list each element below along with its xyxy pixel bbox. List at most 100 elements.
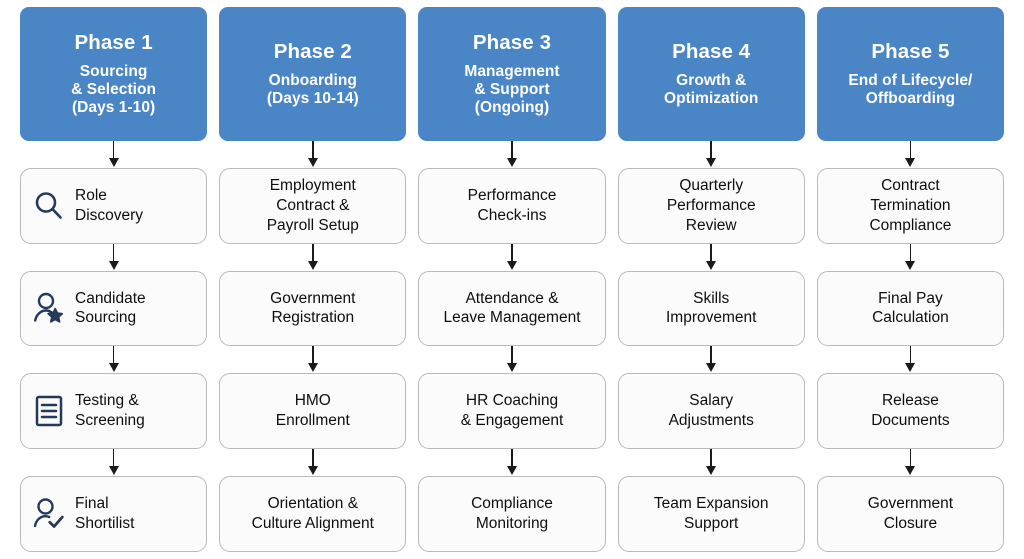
step-label-line: Check-ins bbox=[477, 206, 547, 224]
step-card[interactable]: Testing & Screening bbox=[20, 373, 208, 450]
arrow-stem bbox=[710, 449, 712, 469]
step-label-line: Quarterly bbox=[679, 176, 744, 194]
flow-arrow bbox=[20, 449, 207, 476]
step-label-line: Salary bbox=[689, 392, 734, 410]
arrow-head bbox=[905, 466, 916, 476]
step-card[interactable]: Orientation &Culture Alignment bbox=[219, 476, 407, 552]
step-label-line: Government bbox=[867, 495, 954, 513]
flow-arrow bbox=[219, 449, 406, 476]
arrow-head bbox=[706, 363, 717, 373]
step-label-line: HR Coaching bbox=[465, 392, 559, 410]
step-label-line: Screening bbox=[75, 412, 145, 430]
step-label-line: Shortilist bbox=[75, 515, 135, 533]
phase-header-1[interactable]: Phase 1 Sourcing& Selection(Days 1-10) bbox=[20, 7, 208, 141]
arrow-head bbox=[307, 157, 318, 167]
step-label-line: Leave Management bbox=[443, 309, 581, 327]
step-label-line: Contract & bbox=[276, 196, 350, 214]
phase-title: Phase 2 bbox=[273, 39, 352, 63]
arrow-head bbox=[307, 260, 318, 270]
flow-arrow bbox=[618, 140, 805, 168]
phase-subtitle-line: Growth & bbox=[676, 71, 747, 89]
arrow-head bbox=[507, 157, 517, 167]
phase-header-4[interactable]: Phase 4 Growth &Optimization bbox=[617, 7, 805, 141]
step-label-line: Closure bbox=[883, 515, 938, 533]
step-label-line: Release bbox=[881, 392, 939, 410]
step-label-line: Enrollment bbox=[275, 412, 350, 430]
phase-subtitle-line: (Days 10-14) bbox=[266, 89, 359, 107]
phase-subtitle: Growth &Optimization bbox=[664, 72, 758, 108]
flow-arrow bbox=[20, 346, 207, 373]
arrow-stem bbox=[511, 243, 513, 263]
arrow-head bbox=[507, 260, 517, 270]
phase-subtitle-line: Onboarding bbox=[268, 71, 357, 89]
arrow-stem bbox=[511, 346, 513, 366]
step-label-line: Support bbox=[684, 515, 739, 533]
step-label-line: Final Pay bbox=[878, 289, 943, 307]
phase-title: Phase 3 bbox=[472, 30, 552, 54]
phase-title: Phase 1 bbox=[74, 30, 153, 54]
flow-arrow bbox=[418, 140, 605, 168]
arrow-stem bbox=[112, 346, 115, 366]
step-label-line: Performance bbox=[666, 196, 756, 214]
step-card[interactable]: Attendance & Leave Management bbox=[418, 270, 606, 347]
step-label-line: Final bbox=[75, 495, 109, 513]
phase-header-2[interactable]: Phase 2 Onboarding(Days 10-14) bbox=[219, 7, 407, 141]
step-card[interactable]: HR Coaching& Engagement bbox=[418, 373, 606, 450]
phase-subtitle-line: Optimization bbox=[663, 89, 759, 107]
step-label: HR Coaching& Engagement bbox=[461, 391, 564, 431]
arrow-stem bbox=[909, 449, 912, 469]
arrow-head bbox=[706, 466, 717, 476]
step-label-line: Government bbox=[270, 289, 356, 307]
flow-arrow bbox=[219, 243, 406, 271]
flow-arrow bbox=[817, 449, 1004, 476]
step-label-line: Attendance & bbox=[465, 289, 559, 307]
arrow-stem bbox=[511, 140, 513, 160]
flow-arrow bbox=[817, 243, 1004, 271]
step-label-line: Team Expansion bbox=[653, 495, 769, 513]
arrow-head bbox=[905, 260, 916, 270]
phase-subtitle-line: & Support bbox=[474, 80, 550, 98]
phase-column-1: Phase 1 Sourcing& Selection(Days 1-10) Rol… bbox=[20, 7, 208, 552]
step-label-line: Role bbox=[75, 186, 107, 204]
phase-subtitle: Sourcing& Selection(Days 1-10) bbox=[71, 63, 156, 117]
flow-arrow bbox=[418, 346, 605, 373]
phase-title: Phase 4 bbox=[672, 39, 751, 63]
step-label-line: Testing & bbox=[75, 392, 139, 410]
step-label-line: Compliance bbox=[869, 216, 952, 234]
phase-subtitle: Onboarding(Days 10-14) bbox=[267, 72, 359, 108]
step-label: Orientation &Culture Alignment bbox=[252, 494, 374, 534]
arrow-stem bbox=[909, 243, 912, 263]
arrow-head bbox=[706, 157, 717, 167]
